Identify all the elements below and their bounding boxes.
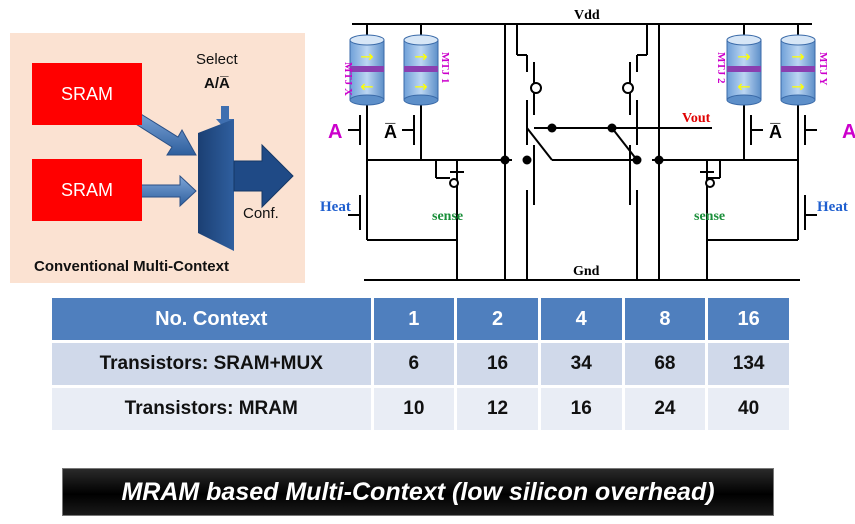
- header-cell: No. Context: [52, 298, 374, 343]
- a-left-label: A: [328, 121, 342, 143]
- header-cell: 8: [623, 298, 709, 343]
- sram-block-bottom: SRAM: [32, 159, 142, 221]
- svg-text:←: ←: [360, 77, 373, 96]
- heat-right-label: Heat: [817, 199, 848, 215]
- abar-left-label: A̅: [384, 122, 397, 142]
- select-label: Select: [196, 51, 238, 68]
- mram-circuit: → ← → → → ← → → Vdd Gnd Vout Heat Heat s…: [320, 8, 855, 281]
- a-right-label: A: [842, 121, 855, 143]
- svg-text:→: →: [414, 77, 427, 96]
- mtj-x-icon: → ←: [349, 34, 385, 106]
- table-cell: 134: [706, 341, 792, 388]
- abar-right-label: A̅: [769, 122, 782, 142]
- svg-text:→: →: [414, 47, 427, 66]
- mtj-y-icon: → →: [780, 34, 816, 106]
- table-cell: 12: [455, 386, 541, 433]
- header-cell: 16: [706, 298, 792, 343]
- select-signal: A/A̅: [204, 75, 230, 92]
- mtj-y-label: MTJ Y: [817, 52, 829, 86]
- table-cell: 40: [706, 386, 792, 433]
- table-cell: 6: [372, 341, 458, 388]
- mtj-x-label: MTJ X: [342, 62, 354, 96]
- conf-label: Conf.: [243, 205, 279, 222]
- table-cell: 34: [539, 341, 625, 388]
- mux-block: [198, 119, 234, 251]
- panel-caption: Conventional Multi-Context: [34, 258, 229, 275]
- header-cell: 2: [455, 298, 541, 343]
- table-cell: 68: [623, 341, 709, 388]
- vdd-label: Vdd: [574, 8, 600, 23]
- mux-diagram: [130, 106, 294, 251]
- heat-left-label: Heat: [320, 199, 351, 215]
- svg-text:→: →: [791, 77, 804, 96]
- row-label: Transistors: MRAM: [52, 386, 374, 433]
- table-cell: 16: [455, 341, 541, 388]
- svg-text:←: ←: [737, 77, 750, 96]
- svg-text:→: →: [737, 47, 750, 66]
- mtj-1-label: MTJ 1: [439, 52, 451, 83]
- header-cell: 4: [539, 298, 625, 343]
- summary-banner: MRAM based Multi-Context (low silicon ov…: [62, 468, 774, 516]
- table-header-row: No. Context 1 2 4 8 16: [52, 298, 792, 343]
- mtj-1-icon: → →: [403, 34, 439, 106]
- table-cell: 10: [372, 386, 458, 433]
- vout-label: Vout: [682, 111, 711, 126]
- gnd-label: Gnd: [573, 264, 600, 279]
- header-cell: 1: [372, 298, 458, 343]
- table-cell: 16: [539, 386, 625, 433]
- context-comparison-table: No. Context 1 2 4 8 16 Transistors: SRAM…: [52, 298, 792, 433]
- table-row: Transistors: SRAM+MUX 6 16 34 68 134: [52, 341, 792, 388]
- sense-left-label: sense: [432, 209, 463, 224]
- svg-text:→: →: [791, 47, 804, 66]
- sense-right-label: sense: [694, 209, 725, 224]
- svg-text:→: →: [360, 47, 373, 66]
- mtj-2-icon: → ←: [726, 34, 762, 106]
- conventional-panel: SRAM SRAM Select A/A̅ Conf. Conventional…: [10, 33, 305, 283]
- output-arrow: [233, 143, 294, 209]
- row-label: Transistors: SRAM+MUX: [52, 341, 374, 388]
- input-arrow-top: [130, 110, 197, 156]
- sram-block-top: SRAM: [32, 63, 142, 125]
- mtj-2-label: MTJ 2: [715, 52, 727, 84]
- table-cell: 24: [623, 386, 709, 433]
- table-row: Transistors: MRAM 10 12 16 24 40: [52, 386, 792, 433]
